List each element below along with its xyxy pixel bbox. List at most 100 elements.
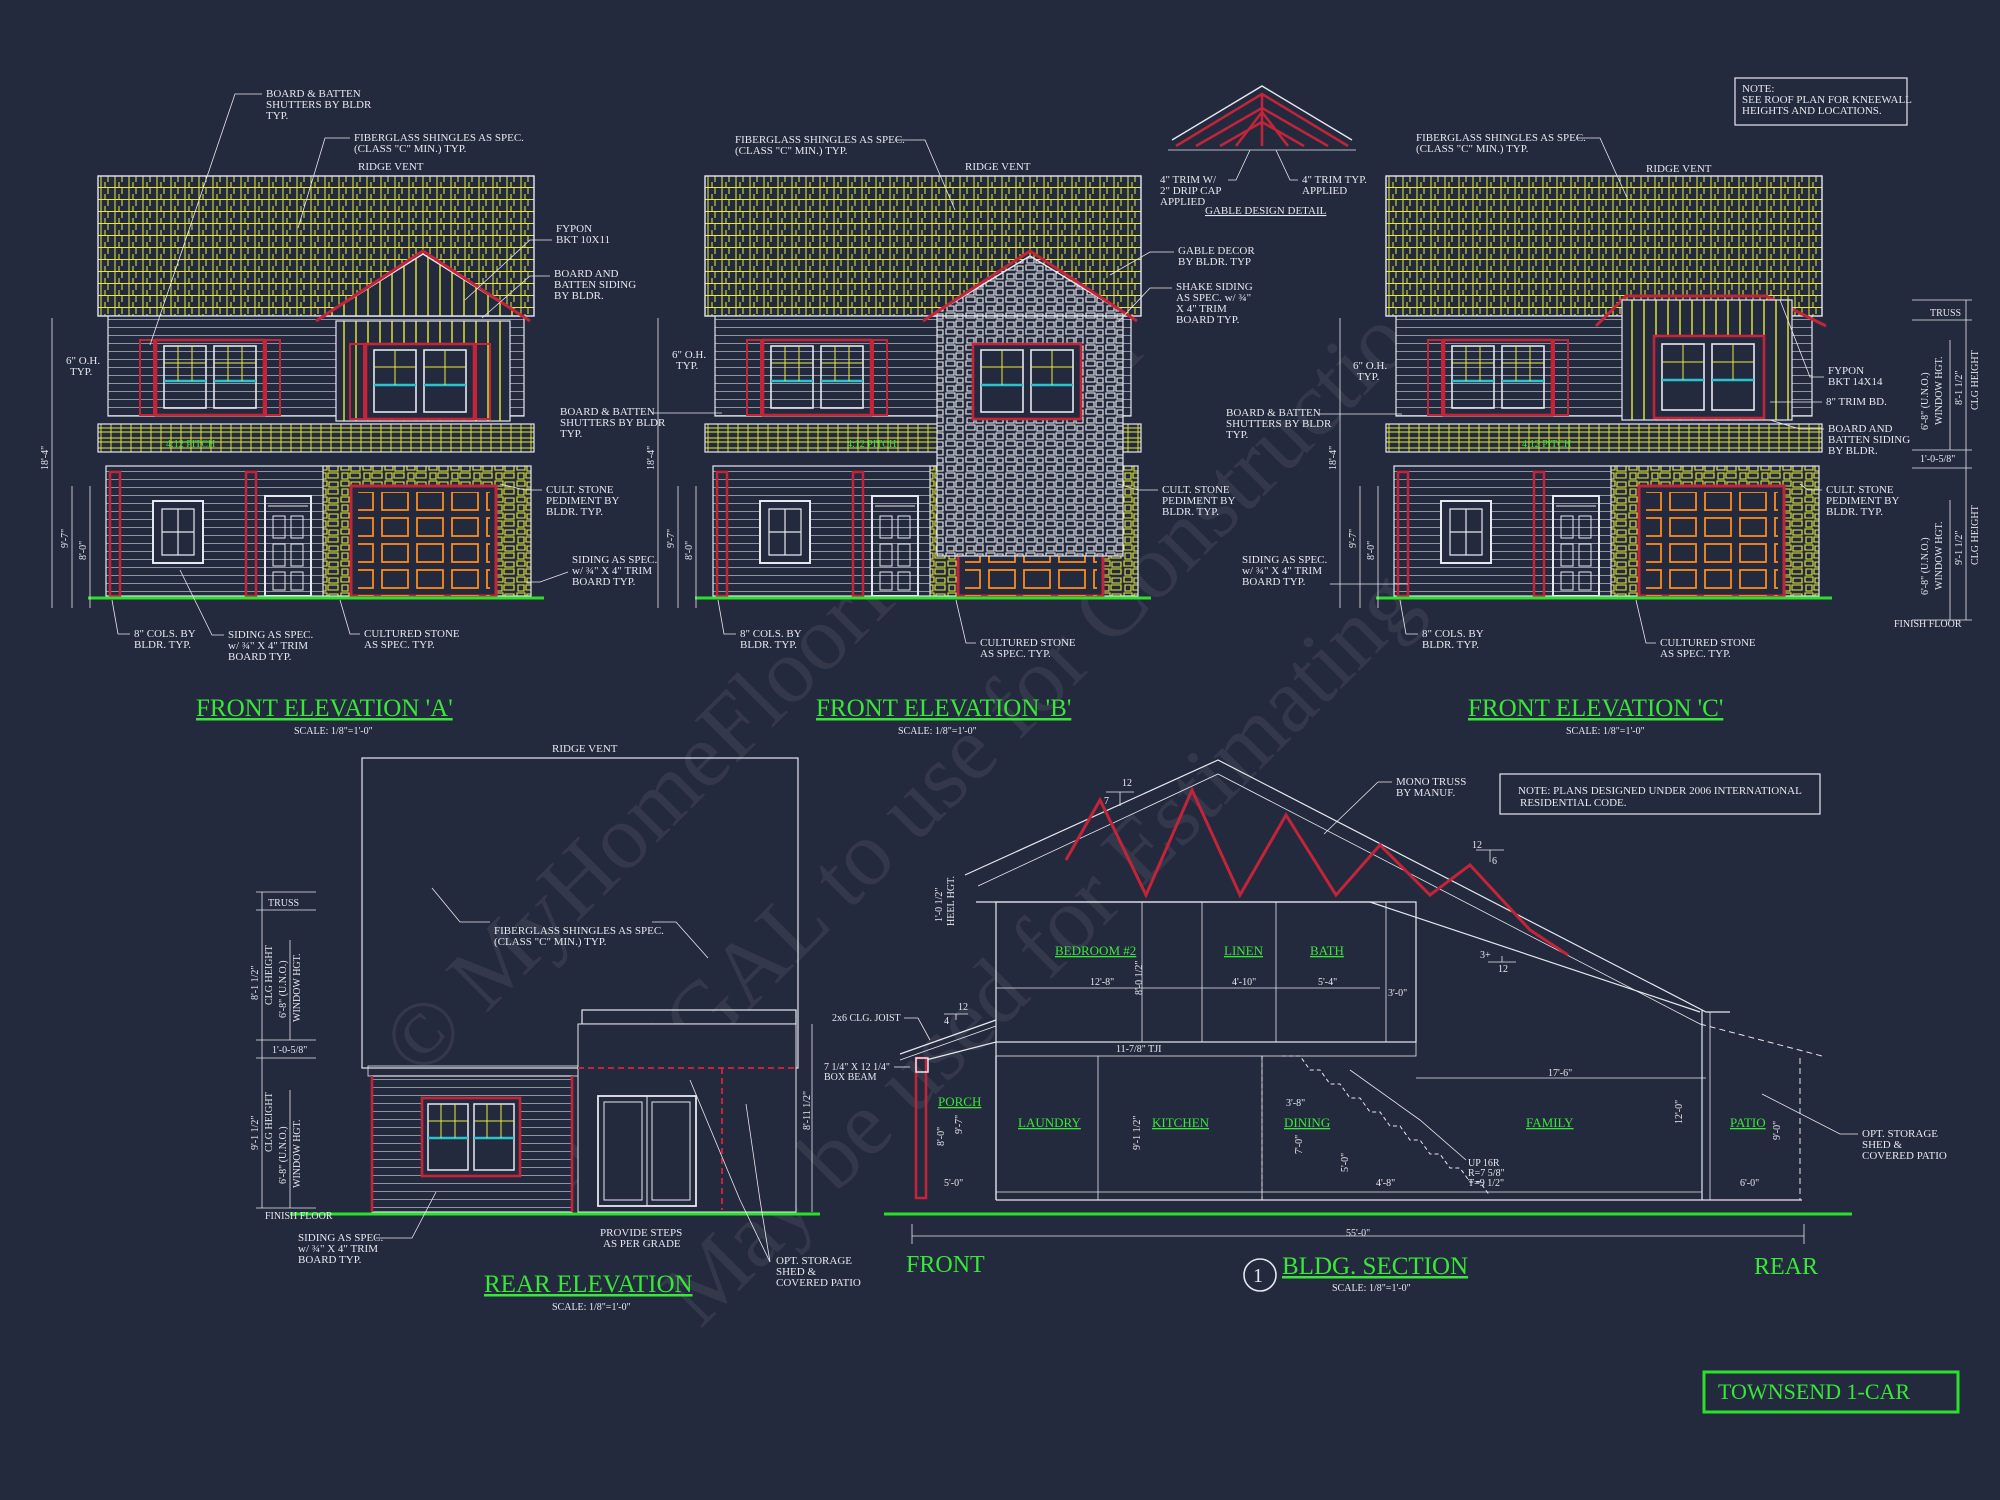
ladder-lower-window: 6'-8" (U.N.O.) bbox=[1920, 537, 1931, 595]
gable-right-1: 4" TRIM TYP. bbox=[1302, 174, 1367, 186]
ladder-lower-clg-2: CLG HEIGHT bbox=[1970, 505, 1981, 565]
note-oh-b-1: 6" O.H. bbox=[672, 349, 706, 361]
ladder-truss: TRUSS bbox=[1930, 308, 1961, 319]
section-callout-number: 1 bbox=[1253, 1265, 1263, 1287]
note-oh-a-2: TYP. bbox=[70, 366, 93, 378]
elevation-c-notes: FIBERGLASS SHINGLES AS SPEC. (CLASS "C" … bbox=[1226, 132, 1910, 660]
gable-left-1: 4" TRIM W/ bbox=[1160, 174, 1217, 186]
rear-elevation: RIDGE VENT FIBERGLASS SHINGLES AS SPEC. … bbox=[290, 743, 820, 1216]
rear-truss: TRUSS bbox=[268, 898, 299, 909]
heel-2: HEEL HGT. bbox=[946, 876, 957, 926]
dim-55-0: 55'-0" bbox=[1346, 1228, 1370, 1239]
note-ped-a-1: CULT. STONE bbox=[546, 484, 614, 496]
note-shutters-a-3: TYP. bbox=[266, 110, 289, 122]
dim-17-6: 17'-6" bbox=[1548, 1068, 1572, 1079]
note-oh-c-2: TYP. bbox=[1357, 371, 1380, 383]
note-bb-a-1: BOARD AND bbox=[554, 268, 619, 280]
ladder-between: 1'-0-5/8" bbox=[1920, 454, 1955, 465]
dim-a-door: 8'-0" bbox=[78, 541, 89, 560]
note-shutters-a-2: SHUTTERS BY BLDR bbox=[266, 99, 372, 111]
scale-front-elevation-a: SCALE: 1/8"=1'-0" bbox=[294, 726, 373, 737]
note-shutters-b-2: SHUTTERS BY BLDR bbox=[560, 417, 666, 429]
dim-8-0: 8'-0" bbox=[936, 1127, 947, 1146]
pitch-a-rise: 7 bbox=[1104, 796, 1109, 807]
dim-3-8: 3'-8" bbox=[1286, 1098, 1305, 1109]
dim-7-0: 7'-0" bbox=[1294, 1135, 1305, 1154]
right-dimension-ladder: TRUSS 6'-8" (U.N.O.) WINDOW HGT. 8'-1 1/… bbox=[1894, 299, 1981, 630]
note-ped-c-1: CULT. STONE bbox=[1826, 484, 1894, 496]
note-fypon-a-1: FYPON bbox=[556, 223, 592, 235]
note-ped-b-2: PEDIMENT BY bbox=[1162, 495, 1235, 507]
plan-name: TOWNSEND 1-CAR bbox=[1718, 1379, 1910, 1404]
pitch-d-rise: 4 bbox=[944, 1016, 949, 1027]
dim-5-4: 5'-4" bbox=[1318, 977, 1337, 988]
scale-bldg-section: SCALE: 1/8"=1'-0" bbox=[1332, 1283, 1411, 1294]
room-family: FAMILY bbox=[1526, 1115, 1574, 1130]
dim-9-7: 9'-7" bbox=[954, 1115, 965, 1134]
pitch-label-b: 4:12 PITCH bbox=[847, 439, 896, 450]
note-shingles-b-1: FIBERGLASS SHINGLES AS SPEC. bbox=[735, 134, 905, 146]
pitch-c-rise: 3+ bbox=[1480, 950, 1491, 961]
note-ped-b-1: CULT. STONE bbox=[1162, 484, 1230, 496]
note-siding-a-2: w/ ¾" X 4" TRIM bbox=[572, 565, 652, 577]
note-siding-c-3: BOARD TYP. bbox=[1242, 576, 1306, 588]
code-note-1: NOTE: PLANS DESIGNED UNDER 2006 INTERNAT… bbox=[1518, 785, 1802, 797]
ladder-upper-window: 6'-8" (U.N.O.) bbox=[1920, 372, 1931, 430]
ladder-finish-floor: FINISH FLOOR bbox=[1894, 619, 1962, 630]
note-gable-decor-2: BY BLDR. TYP bbox=[1178, 256, 1251, 268]
note-bb-a-3: BY BLDR. bbox=[554, 290, 604, 302]
note-siding-c-2: w/ ¾" X 4" TRIM bbox=[1242, 565, 1322, 577]
rear-lower-2: CLG HEIGHT bbox=[264, 1092, 275, 1152]
dim-3-0: 3'-0" bbox=[1388, 988, 1407, 999]
pitch-b-rise: 6 bbox=[1492, 856, 1497, 867]
front-elevation-b: 4:12 PITCH bbox=[693, 174, 1153, 600]
room-porch: PORCH bbox=[938, 1094, 981, 1109]
note-cols-b-2: BLDR. TYP. bbox=[740, 639, 797, 651]
section-front-label: FRONT bbox=[906, 1252, 985, 1278]
top-note-1: NOTE: bbox=[1742, 83, 1774, 95]
section-shed-2: SHED & bbox=[1862, 1139, 1902, 1151]
gable-right-2: APPLIED bbox=[1302, 185, 1347, 197]
note-shutters-b-3: TYP. bbox=[560, 428, 583, 440]
note-cols-c-1: 8" COLS. BY bbox=[1422, 628, 1484, 640]
rear-steps-1: PROVIDE STEPS bbox=[600, 1227, 682, 1239]
front-elevation-c: 4:12 PITCH bbox=[1374, 174, 1834, 600]
note-cultured-a-2: AS SPEC. TYP. bbox=[364, 639, 435, 651]
note-ped-c-3: BLDR. TYP. bbox=[1826, 506, 1883, 518]
note-fypon-c-1: FYPON bbox=[1828, 365, 1864, 377]
note-shake-4: BOARD TYP. bbox=[1176, 314, 1240, 326]
note-cols-c-2: BLDR. TYP. bbox=[1422, 639, 1479, 651]
note-gable-decor-1: GABLE DECOR bbox=[1178, 245, 1255, 257]
dim-a-plate: 9'-7" bbox=[60, 529, 71, 548]
stair-3: T=9 1/2" bbox=[1468, 1178, 1504, 1189]
mono-truss-2: BY MANUF. bbox=[1396, 787, 1455, 799]
ladder-lower-clg: 9'-1 1/2" bbox=[1954, 531, 1965, 566]
note-shutters-a-1: BOARD & BATTEN bbox=[266, 88, 361, 100]
pitch-d-run: 12 bbox=[958, 1002, 968, 1013]
rear-upper-3: 6'-8" (U.N.O.) bbox=[278, 960, 289, 1018]
rear-mid: 1'-0-5/8" bbox=[272, 1045, 307, 1056]
room-kitchen: KITCHEN bbox=[1152, 1115, 1210, 1130]
title-front-elevation-a: FRONT ELEVATION 'A' bbox=[196, 695, 453, 722]
ladder-lower-window-2: WINDOW HGT. bbox=[1934, 521, 1945, 590]
note-fypon-c-2: BKT 14X14 bbox=[1828, 376, 1883, 388]
rear-dim-right: 8'-11 1/2" bbox=[802, 1091, 813, 1130]
rear-siding-2: w/ ¾" X 4" TRIM bbox=[298, 1243, 378, 1255]
rear-steps-2: AS PER GRADE bbox=[603, 1238, 681, 1250]
dim-5-0: 5'-0" bbox=[1340, 1153, 1351, 1172]
note-shake-1: SHAKE SIDING bbox=[1176, 281, 1253, 293]
rear-shed-2: SHED & bbox=[776, 1266, 816, 1278]
section-callout-circle bbox=[1243, 1258, 1277, 1292]
note-ridge-a: RIDGE VENT bbox=[358, 161, 424, 173]
pitch-a-run: 12 bbox=[1122, 778, 1132, 789]
section-shed-3: COVERED PATIO bbox=[1862, 1150, 1947, 1162]
note-siding-a-1: SIDING AS SPEC. bbox=[572, 554, 658, 566]
dim-b-door: 8'-0" bbox=[684, 541, 695, 560]
rear-siding-3: BOARD TYP. bbox=[298, 1254, 362, 1266]
rear-shingles-1: FIBERGLASS SHINGLES AS SPEC. bbox=[494, 925, 664, 937]
rear-upper-1: 8'-1 1/2" bbox=[250, 966, 261, 1001]
code-note-box: NOTE: PLANS DESIGNED UNDER 2006 INTERNAT… bbox=[1499, 773, 1821, 815]
rear-ridge-vent: RIDGE VENT bbox=[552, 743, 618, 755]
dim-9-0: 9'-0" bbox=[1772, 1121, 1783, 1140]
heel-1: 1'-0 1/2" bbox=[934, 888, 945, 923]
